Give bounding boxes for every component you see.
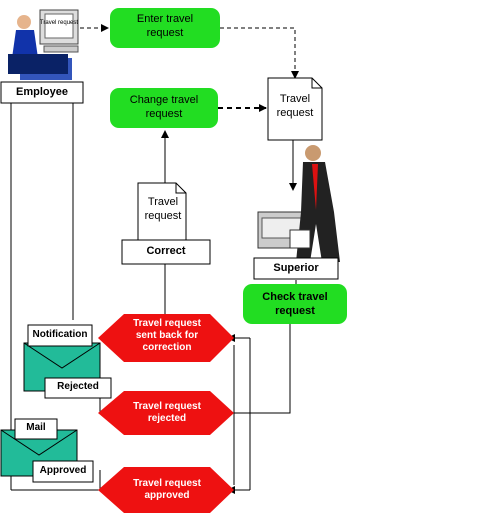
employee-label-box [0,81,84,104]
connector-enter-document [220,27,299,79]
employee-label: Employee [16,86,68,98]
approved-envelope-label: Approved [39,465,87,476]
sent-back-event-label: Travel request sent back for correction [133,318,201,353]
change-travel-request-label: Change travel request [129,94,199,120]
enter-travel-request-label: Enter travel request [136,13,194,39]
check-travel-request-label: Check travel request [262,291,328,317]
mail-label: Mail [26,422,46,433]
envelope-approved [0,418,94,483]
approved-event-label: Travel request approved [133,478,201,501]
correct-label-box [121,239,211,265]
function-check-travel-request[interactable] [243,284,347,324]
document-travel-request-left [137,182,187,241]
event-travel-request-rejected [98,391,234,435]
document-travel-request-top [267,77,323,141]
superior-label: Superior [273,262,319,274]
employee-illustration: Travel request [8,9,79,80]
screen-text: Travel request [40,20,78,26]
document-top-label: Travel request [276,93,314,119]
rejected-envelope-label: Rejected [57,381,99,392]
document-left-label: Travel request [144,196,182,222]
function-change-travel-request[interactable] [110,88,218,128]
superior-label-box [253,257,339,280]
function-enter-travel-request[interactable] [110,8,220,48]
rejected-event-label: Travel request rejected [133,401,201,424]
envelope-rejected [23,324,112,399]
event-travel-request-approved [98,467,234,513]
superior-illustration [257,145,340,262]
connector-check-events [234,322,291,414]
correct-label: Correct [146,245,186,257]
event-sent-back-for-correction [98,314,234,362]
notification-label: Notification [32,329,88,340]
